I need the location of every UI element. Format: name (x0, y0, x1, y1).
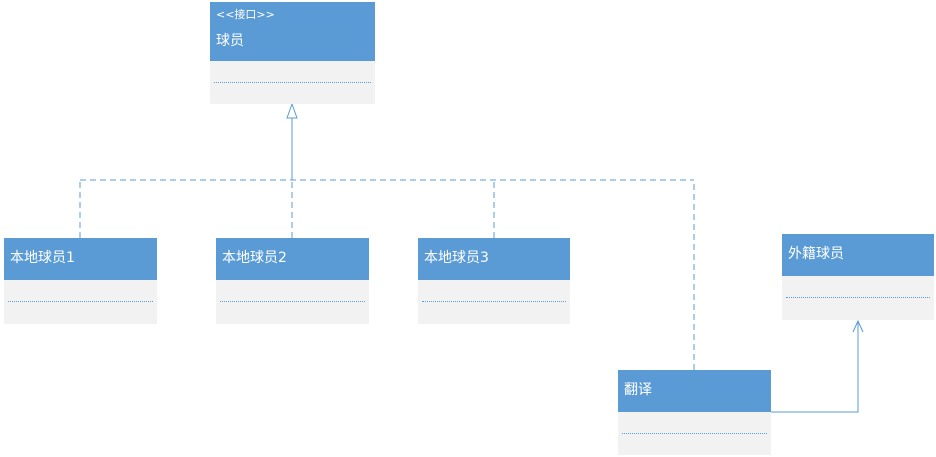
class-translator-name: 翻译 (624, 382, 652, 398)
interface-divider (214, 82, 371, 83)
class-translator-header: 翻译 (618, 370, 771, 412)
class-local-player-3-body (418, 280, 570, 324)
realization-arrowhead (286, 102, 298, 119)
class-foreign-player-divider (786, 297, 930, 298)
class-foreign-player-name: 外籍球员 (788, 246, 844, 262)
class-local-player-2-name: 本地球员2 (222, 250, 287, 266)
association-arrowhead (852, 319, 864, 333)
class-foreign-player-body (782, 276, 934, 320)
class-local-player-1-body (4, 280, 157, 324)
interface-player-body (210, 61, 375, 104)
association-line-translator-foreign (771, 322, 859, 413)
class-local-player-2-body (216, 280, 369, 324)
class-foreign-player-box[interactable]: 外籍球员 (782, 234, 934, 320)
class-translator-box[interactable]: 翻译 (618, 370, 771, 455)
interface-player-header: <<接口>> 球员 (210, 2, 375, 61)
class-local-player-3-box[interactable]: 本地球员3 (418, 238, 570, 324)
class-foreign-player-header: 外籍球员 (782, 234, 934, 276)
interface-stereotype: <<接口>> (216, 8, 275, 21)
class-local-player-2-divider (220, 301, 365, 302)
class-local-player-3-header: 本地球员3 (418, 238, 570, 280)
class-local-player-1-name: 本地球员1 (10, 250, 75, 266)
class-local-player-3-name: 本地球员3 (424, 250, 489, 266)
interface-name: 球员 (216, 33, 244, 49)
class-local-player-2-header: 本地球员2 (216, 238, 369, 280)
class-local-player-1-box[interactable]: 本地球员1 (4, 238, 157, 324)
class-local-player-2-box[interactable]: 本地球员2 (216, 238, 369, 324)
class-local-player-3-divider (422, 301, 566, 302)
class-local-player-1-header: 本地球员1 (4, 238, 157, 280)
class-translator-body (618, 412, 771, 455)
interface-player-box[interactable]: <<接口>> 球员 (210, 2, 375, 104)
class-local-player-1-divider (8, 301, 153, 302)
class-translator-divider (622, 433, 767, 434)
